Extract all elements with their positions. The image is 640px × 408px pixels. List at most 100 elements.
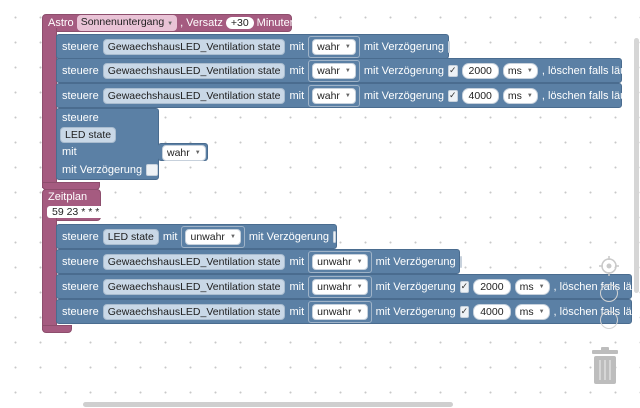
- astro-row-1-value-dropdown[interactable]: wahr ▼: [312, 38, 356, 55]
- schedule-row-1-object-field[interactable]: LED state: [102, 228, 159, 245]
- astro-header: Astro Sonnenuntergang ▼ , Versatz +30 Mi…: [48, 15, 296, 31]
- astro-row-3-delay-label: mit Verzögerung: [363, 89, 444, 102]
- cron-input[interactable]: 59 23 * * *: [47, 206, 105, 218]
- minus-icon[interactable]: [600, 311, 618, 329]
- schedule-trigger-foot: [42, 325, 72, 333]
- astro-row-2-unit-dropdown[interactable]: ms▼: [502, 62, 538, 79]
- schedule-row-2-value-dropdown[interactable]: unwahr ▼: [312, 253, 368, 270]
- schedule-row-1-control-label: steuere: [62, 230, 99, 243]
- astro-row-2-object-field[interactable]: GewaechshausLED_Ventilation state: [102, 62, 286, 79]
- multiline-delay-label: mit Verzögerung: [62, 164, 143, 176]
- multiline-control-label: steuere: [62, 112, 99, 124]
- schedule-row-1-delay-checkbox[interactable]: [333, 230, 336, 243]
- schedule-row-3-delay-checkbox[interactable]: ✓: [459, 280, 470, 293]
- schedule-row-3-value-dropdown[interactable]: unwahr▼: [312, 278, 368, 295]
- astro-row-3-value-slot: wahr▼: [308, 84, 360, 107]
- schedule-row-4-delay-time-input[interactable]: 4000: [473, 303, 511, 320]
- schedule-row-3-clear-label: , löschen falls läuft: [553, 280, 640, 293]
- chevron-down-icon: ▼: [356, 258, 363, 265]
- plus-icon[interactable]: [600, 284, 618, 302]
- schedule-row-2-value-slot: unwahr ▼: [308, 250, 372, 273]
- astro-row-3-unit-dropdown[interactable]: ms▼: [502, 87, 538, 104]
- schedule-row-2-delay-checkbox[interactable]: [459, 255, 462, 268]
- multiline-with-label: mit: [62, 146, 77, 158]
- schedule-row-4-unit-dropdown[interactable]: ms▼: [514, 303, 550, 320]
- multiline-value-dropdown[interactable]: wahr▼: [162, 145, 206, 161]
- chevron-down-icon: ▼: [526, 67, 533, 74]
- schedule-row-3-unit-dropdown[interactable]: ms ▼: [514, 278, 550, 295]
- schedule-row-2-value-text: unwahr: [317, 255, 352, 268]
- multiline-object-field[interactable]: LED state: [60, 127, 117, 143]
- unit-label: Minuten: [256, 17, 296, 29]
- schedule-row-2-control-label: steuere: [62, 255, 99, 268]
- astro-row-3-delay-time-input[interactable]: 4000: [461, 87, 499, 104]
- schedule-row-2-delay-label: mit Verzögerung: [375, 255, 456, 268]
- astro-event-dropdown[interactable]: Sonnenuntergang ▼: [76, 15, 178, 31]
- schedule-row-2-with-label: mit: [289, 255, 305, 268]
- schedule-row-3-value-slot: unwahr▼: [308, 275, 372, 298]
- astro-row-3-control-label: steuere: [62, 89, 99, 102]
- schedule-row-4-with-label: mit: [289, 305, 305, 318]
- astro-row-3-clear-label: , löschen falls läuft: [541, 89, 633, 102]
- multiline-delay-checkbox[interactable]: [146, 164, 159, 176]
- schedule-trigger-spine: [42, 218, 57, 330]
- astro-row-2-delay-time-input[interactable]: 2000: [461, 62, 499, 79]
- chevron-down-icon: ▼: [356, 308, 363, 315]
- schedule-row-3-delay-label: mit Verzögerung: [375, 280, 456, 293]
- schedule-row-4-delay-label: mit Verzögerung: [375, 305, 456, 318]
- astro-row-1-object-field[interactable]: GewaechshausLED_Ventilation state: [102, 38, 286, 55]
- trash-icon[interactable]: [590, 346, 620, 386]
- schedule-row-3-control-label: steuere: [62, 280, 99, 293]
- chevron-down-icon: ▼: [229, 233, 236, 240]
- schedule-row-3-unit-text: ms: [519, 280, 534, 293]
- schedule-row-3-with-label: mit: [289, 280, 305, 293]
- astro-row-3-value-text: wahr: [317, 89, 340, 102]
- schedule-row-2-object-field[interactable]: GewaechshausLED_Ventilation state: [102, 253, 286, 270]
- astro-row-1-value-text: wahr: [317, 40, 340, 53]
- offset-input[interactable]: +30: [225, 17, 254, 29]
- schedule-row-4-clear-label: , löschen falls läuft: [553, 305, 640, 318]
- schedule-row-4-value-slot: unwahr▼: [308, 300, 372, 323]
- schedule-row-3-object-field[interactable]: GewaechshausLED_Ventilation state: [102, 278, 286, 295]
- astro-row-3-delay-checkbox[interactable]: ✓: [447, 89, 458, 102]
- astro-row-1-delay-checkbox[interactable]: [447, 40, 450, 53]
- schedule-row-4-control-label: steuere: [62, 305, 99, 318]
- schedule-row-4-delay-checkbox[interactable]: ✓: [459, 305, 470, 318]
- astro-row-2-delay-label: mit Verzögerung: [363, 64, 444, 77]
- offset-label: , Versatz: [180, 17, 223, 29]
- astro-row-2-delay-checkbox[interactable]: ✓: [447, 64, 458, 77]
- astro-row-1-delay-label: mit Verzögerung: [363, 40, 444, 53]
- chevron-down-icon: ▼: [344, 43, 351, 50]
- astro-row-3-unit-text: ms: [507, 89, 522, 102]
- astro-multiline-block[interactable]: [56, 108, 159, 180]
- schedule-row-3-delay-time-input[interactable]: 2000: [473, 278, 511, 295]
- schedule-row-1-value-text: unwahr: [190, 230, 225, 243]
- chevron-down-icon: ▼: [344, 67, 351, 74]
- astro-label: Astro: [48, 17, 74, 29]
- schedule-row-1-value-dropdown[interactable]: unwahr ▼: [185, 228, 241, 245]
- vertical-scrollbar-thumb[interactable]: [634, 38, 639, 293]
- astro-row-3-with-label: mit: [289, 89, 305, 102]
- horizontal-scrollbar-thumb[interactable]: [83, 402, 453, 407]
- astro-row-3-value-dropdown[interactable]: wahr▼: [312, 87, 356, 104]
- astro-row-2-with-label: mit: [289, 64, 305, 77]
- schedule-row-3-value-text: unwahr: [317, 280, 352, 293]
- crosshair-icon[interactable]: [599, 256, 619, 276]
- astro-row-3-object-field[interactable]: GewaechshausLED_Ventilation state: [102, 87, 286, 104]
- astro-row-2-value-slot: wahr▼: [308, 59, 360, 82]
- chevron-down-icon: ▼: [538, 283, 545, 290]
- astro-row-2-clear-label: , löschen falls läuft: [541, 64, 633, 77]
- schedule-row-4-value-dropdown[interactable]: unwahr▼: [312, 303, 368, 320]
- astro-row-1-with-label: mit: [289, 40, 305, 53]
- astro-row-2-control-label: steuere: [62, 64, 99, 77]
- schedule-row-4-object-field[interactable]: GewaechshausLED_Ventilation state: [102, 303, 286, 320]
- chevron-down-icon: ▼: [538, 308, 545, 315]
- astro-row-2-value-dropdown[interactable]: wahr▼: [312, 62, 356, 79]
